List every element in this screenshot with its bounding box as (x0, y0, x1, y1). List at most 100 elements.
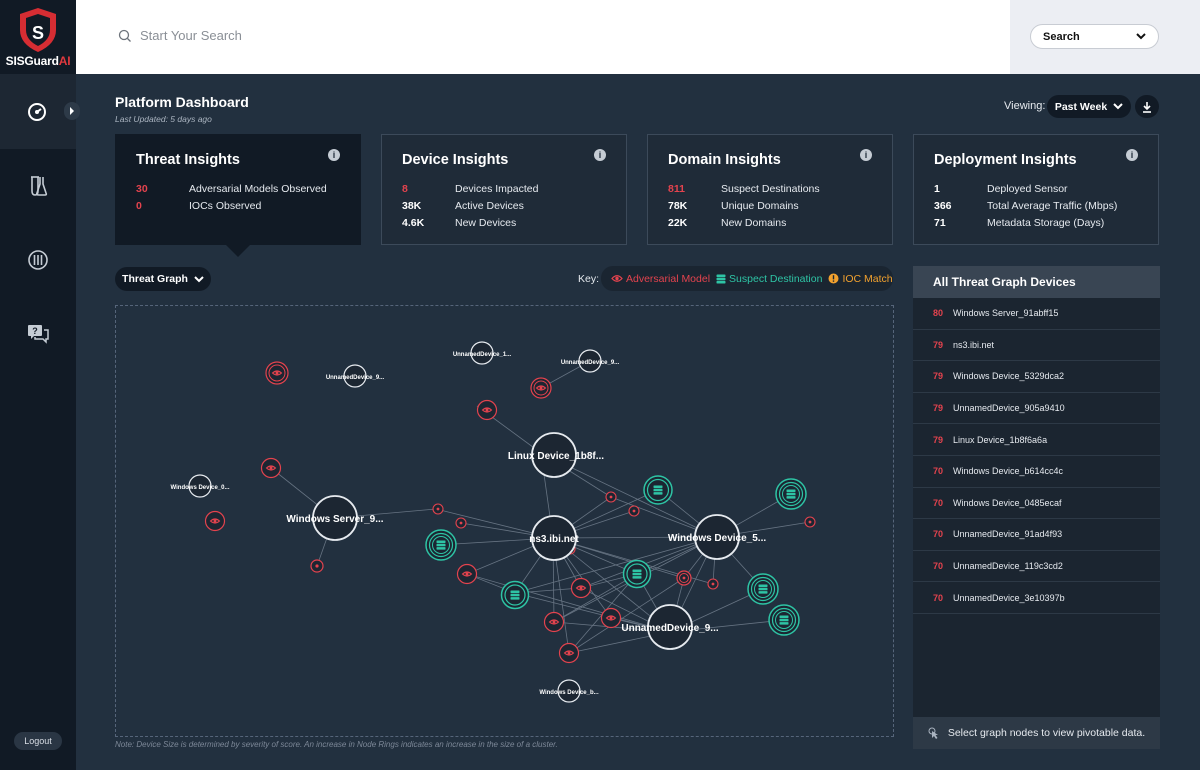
suspect-destination-nodes[interactable] (425, 475, 807, 636)
download-button[interactable] (1135, 95, 1159, 118)
sidebar-item-help[interactable]: ? (0, 314, 76, 354)
panel-title: All Threat Graph Devices (913, 266, 1160, 298)
card-row-label: New Domains (721, 217, 787, 229)
suspect-destination-node[interactable] (747, 573, 779, 605)
card-row: 71 Metadata Storage (Days) (934, 217, 1104, 229)
device-node[interactable] (557, 679, 581, 703)
node-label: Windows Device_0... (171, 485, 230, 491)
period-select-value: Past Week (1054, 100, 1108, 113)
alert-circle-icon (828, 273, 839, 284)
help-chat-icon: ? (28, 325, 49, 344)
node-label: Windows Device_b... (539, 690, 599, 696)
device-name: Windows Device_b614cc4c (953, 466, 1064, 477)
suspect-destination-node[interactable] (775, 478, 807, 510)
adversarial-model-node[interactable] (628, 505, 640, 517)
adversarial-model-node[interactable] (676, 570, 692, 586)
device-node[interactable] (578, 349, 602, 373)
graph-type-label: Threat Graph (122, 273, 188, 285)
graph-legend: Adversarial Model Suspect Destination IO… (601, 266, 893, 291)
card-row: 366 Total Average Traffic (Mbps) (934, 200, 1117, 212)
device-score: 79 (933, 339, 944, 350)
device-node[interactable] (188, 474, 212, 498)
adversarial-model-node[interactable] (543, 611, 565, 633)
info-icon[interactable]: i (1126, 149, 1138, 161)
suspect-destination-node[interactable] (622, 559, 652, 589)
adversarial-model-node[interactable] (530, 377, 552, 399)
adversarial-model-node[interactable] (455, 517, 467, 529)
suspect-destination-node[interactable] (768, 604, 800, 636)
card-row-value: 38K (402, 200, 422, 212)
domain-insights-card[interactable]: Domain Insights i 811 Suspect Destinatio… (647, 134, 893, 245)
threat-graph-canvas[interactable]: Linux Device_1b8f... Windows Server_9...… (116, 306, 893, 736)
search-input[interactable] (140, 28, 540, 43)
panel-footer: Select graph nodes to view pivotable dat… (913, 717, 1160, 749)
device-node[interactable] (694, 514, 740, 560)
threat-graph[interactable]: Linux Device_1b8f... Windows Server_9...… (115, 305, 894, 737)
device-node[interactable] (531, 515, 577, 561)
graph-type-select[interactable]: Threat Graph (115, 267, 211, 291)
adversarial-model-node[interactable] (605, 491, 617, 503)
adversarial-model-node[interactable] (476, 399, 498, 421)
adversarial-model-node[interactable] (310, 559, 324, 573)
adversarial-model-node[interactable] (707, 578, 719, 590)
sidebar-item-dashboard[interactable] (0, 74, 76, 149)
device-node[interactable] (647, 604, 693, 650)
suspect-destination-node[interactable] (425, 529, 457, 561)
adversarial-model-node[interactable] (570, 577, 592, 599)
search-type-select[interactable]: Search (1030, 24, 1159, 49)
card-title: Threat Insights (136, 152, 240, 168)
adversarial-model-node[interactable] (804, 516, 816, 528)
card-row: 22K New Domains (668, 217, 786, 229)
adversarial-model-node[interactable] (558, 642, 580, 664)
flask-lab-icon (31, 176, 48, 196)
node-label: UnnamedDevice_9... (326, 375, 385, 381)
suspect-destination-node[interactable] (643, 475, 673, 505)
device-score: 79 (933, 371, 944, 382)
adversarial-model-node[interactable] (204, 510, 226, 532)
node-label: ns3.ibi.net (529, 534, 579, 545)
threat-insights-card[interactable]: Threat Insights i 30 Adversarial Models … (115, 134, 361, 245)
adversarial-model-node[interactable] (456, 563, 478, 585)
info-icon[interactable]: i (328, 149, 340, 161)
device-node[interactable] (531, 432, 577, 478)
adversarial-model-node[interactable] (265, 361, 289, 385)
node-label: Linux Device_1b8f... (508, 451, 604, 462)
device-node[interactable] (312, 495, 358, 541)
info-icon[interactable]: i (594, 149, 606, 161)
suspect-destination-node[interactable] (500, 580, 530, 610)
adversarial-model-nodes[interactable] (204, 361, 816, 664)
logout-button[interactable]: Logout (14, 732, 62, 750)
device-score: 70 (933, 529, 944, 540)
adversarial-model-node[interactable] (600, 607, 622, 629)
device-insights-card[interactable]: Device Insights i 8 Devices Impacted 38K… (381, 134, 627, 245)
device-node[interactable] (470, 341, 494, 365)
legend-suspect-destination: Suspect Destination (716, 273, 822, 285)
info-icon[interactable]: i (860, 149, 872, 161)
pointer-click-icon (928, 727, 938, 739)
node-label: UnnamedDevice_1... (453, 352, 512, 358)
chevron-right-icon (70, 107, 74, 115)
card-title: Deployment Insights (934, 152, 1077, 168)
legend-ioc-match: IOC Match (828, 273, 893, 285)
sidebar-expand-toggle[interactable] (64, 102, 80, 120)
sidebar-item-controls[interactable] (0, 240, 76, 280)
sidebar-item-lab[interactable] (0, 166, 76, 206)
logo[interactable]: S SISGuardAI (0, 0, 76, 74)
deployment-insights-card[interactable]: Deployment Insights i 1 Deployed Sensor … (913, 134, 1159, 245)
period-select[interactable]: Past Week (1047, 95, 1131, 118)
device-node[interactable] (343, 364, 367, 388)
adversarial-model-node[interactable] (432, 503, 444, 515)
device-nodes[interactable] (188, 341, 740, 703)
adversarial-model-node[interactable] (260, 457, 282, 479)
